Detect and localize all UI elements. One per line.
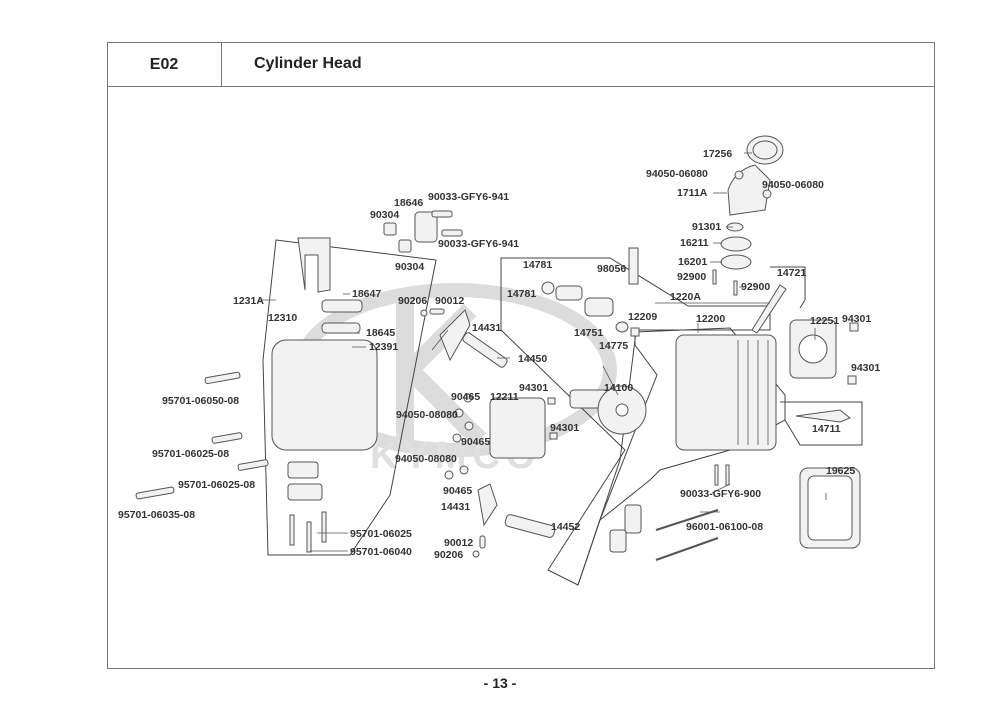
bolt-96001-a [655,509,719,531]
callout-1220A: 1220A [670,291,701,303]
callout-12209: 12209 [628,311,657,323]
page-number: - 13 - [483,675,517,691]
callout-94301: 94301 [851,362,880,374]
cooling-fins [737,340,769,445]
callout-90012: 90012 [444,537,473,549]
callout-94301: 94301 [519,382,548,394]
callout-14431: 14431 [441,501,470,513]
callout-95701-06025-08: 95701-06025-08 [152,448,229,460]
section-code: E02 [107,42,222,87]
callout-1711A: 1711A [677,187,708,199]
cylinder-head-assy-outline [500,257,771,586]
callout-12211: 12211 [490,391,519,403]
callout-14450: 14450 [518,353,547,365]
callout-16211: 16211 [680,237,709,249]
callout-90206: 90206 [398,295,427,307]
rocker-arm-group [420,308,558,558]
bolts-left [135,371,269,500]
callout-95701-06040: 95701-06040 [350,546,412,558]
callout-94050-06080: 94050-06080 [762,179,824,191]
breather-plate-18646 [383,210,463,253]
exhaust-valve-14721 [751,284,787,334]
callout-14431: 14431 [472,322,501,334]
nut-94050-06080-a [734,170,744,180]
callout-14711: 14711 [812,423,841,435]
callout-12251: 12251 [810,315,839,327]
callout-95701-06025-08: 95701-06025-08 [178,479,255,491]
callout-91301: 91301 [692,221,721,233]
callout-18647: 18647 [352,288,381,300]
stud-90033-a [714,464,719,486]
callout-90033-GFY6-941: 90033-GFY6-941 [438,238,519,250]
callout-90033-GFY6-900: 90033-GFY6-900 [680,488,761,500]
callout-90465: 90465 [451,391,480,403]
header-divider [107,86,935,87]
camshaft-14100 [569,385,647,435]
callout-14751: 14751 [574,327,603,339]
stud-90033-b [725,464,730,486]
callout-90465: 90465 [443,485,472,497]
part-callouts: 17256 94050-06080 1711A 94050-06080 9130… [118,148,880,561]
callout-92900: 92900 [741,281,770,293]
callout-94301: 94301 [842,313,871,325]
valve-box-14711 [780,401,863,446]
page-title: Cylinder Head [254,55,362,72]
callout-98056: 98056 [597,263,626,275]
stud-92900-b [733,280,738,296]
callout-14100: 14100 [604,382,633,394]
callout-92900: 92900 [677,271,706,283]
callout-18646: 18646 [394,197,423,209]
callout-96001-06100-08: 96001-06100-08 [686,521,763,533]
callout-14452: 14452 [551,521,580,533]
callout-14775: 14775 [599,340,628,352]
valve-cover-12310 [271,237,378,553]
callout-12200: 12200 [696,313,725,325]
callout-94050-08080: 94050-08080 [395,453,457,465]
dowel-94301-a [849,322,859,332]
callout-90033-GFY6-941: 90033-GFY6-941 [428,191,509,203]
dowel-94301-b [847,375,857,385]
callout-95701-06025: 95701-06025 [350,528,412,540]
valve-springs [541,281,642,553]
callout-19625: 19625 [826,465,855,477]
insulator-16211 [720,236,752,252]
callout-17256: 17256 [703,148,732,160]
callout-1231A: 1231A [233,295,264,307]
callout-12391: 12391 [369,341,398,353]
callout-95701-06035-08: 95701-06035-08 [118,509,195,521]
callout-94050-08080: 94050-08080 [396,409,458,421]
cylinder-head-12200 [675,334,777,451]
gasket-19625-inner [807,475,853,541]
callout-90012: 90012 [435,295,464,307]
callout-14721: 14721 [777,267,806,279]
nut-94050-06080-b [762,189,772,199]
diagram-frame [107,42,935,669]
throttle-joint-17256 [746,135,784,165]
gasket-bore [798,334,828,364]
callout-14781: 14781 [507,288,536,300]
intake-valve-14711 [795,409,851,423]
bolt-96001-b [655,537,719,561]
leader-lines [258,152,827,552]
callout-90465: 90465 [461,436,490,448]
callout-95701-06050-08: 95701-06050-08 [162,395,239,407]
spark-plug-98056 [628,247,639,285]
callout-94301: 94301 [550,422,579,434]
callout-90304: 90304 [370,209,399,221]
callout-90304: 90304 [395,261,424,273]
callout-18645: 18645 [366,327,395,339]
callout-12310: 12310 [268,312,297,324]
callout-14781: 14781 [523,259,552,271]
valve-cover-group-outline [262,239,437,556]
callout-94050-06080: 94050-06080 [646,168,708,180]
gasket-16201 [720,254,752,270]
callout-16201: 16201 [678,256,707,268]
stud-92900-a [712,269,717,285]
valve-box-14721 [770,266,806,309]
callout-90206: 90206 [434,549,463,561]
